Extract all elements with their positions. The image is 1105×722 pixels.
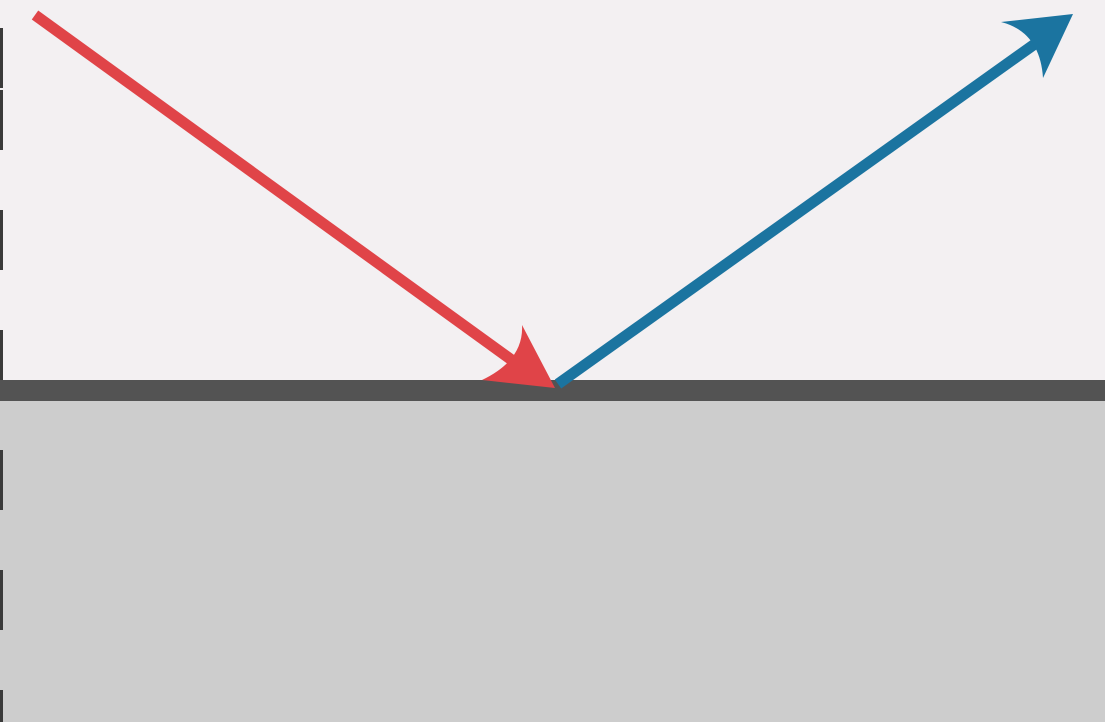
edge-tick [0, 690, 3, 722]
edge-tick [0, 28, 3, 88]
reflected-ray-shaft [554, 31, 1050, 389]
reflected-arrowhead-icon [1001, 14, 1073, 78]
edge-tick [0, 210, 3, 270]
upper-medium [0, 0, 1105, 384]
reflected-ray [554, 14, 1073, 389]
incident-arrowhead-icon [482, 325, 555, 388]
reflective-surface [0, 380, 1105, 401]
edge-tick [0, 90, 3, 150]
edge-tick [0, 330, 3, 380]
edge-tick [0, 570, 3, 630]
edge-tick [0, 450, 3, 510]
incident-ray-shaft [31, 10, 524, 371]
lower-medium [0, 398, 1105, 722]
incident-ray [31, 10, 555, 388]
left-edge-ticks [0, 28, 3, 722]
